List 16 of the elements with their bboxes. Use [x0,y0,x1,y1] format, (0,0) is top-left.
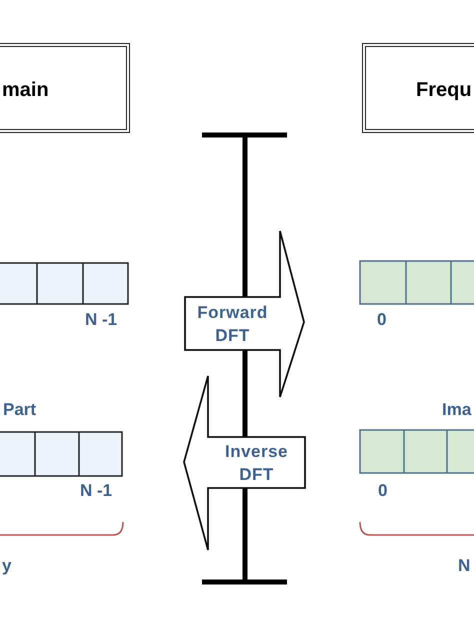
title-text: main [2,79,49,102]
arrow-label: Forward DFT [196,302,269,346]
index-label: N -1 [85,310,118,330]
block-arrow [184,230,305,398]
index-label: N -1 [80,481,112,501]
array-label: Ima [442,400,472,420]
index-label: 0 [377,310,386,330]
array-label: Part [3,400,36,420]
title-box [362,43,474,133]
title-text: Frequ [416,79,472,102]
array-caption: y [2,556,12,576]
title-box [0,43,130,133]
index-label: 0 [378,481,388,501]
block-arrow [183,375,306,551]
arrow-label: Inverse DFT [224,440,290,486]
array-caption: N [458,556,470,576]
